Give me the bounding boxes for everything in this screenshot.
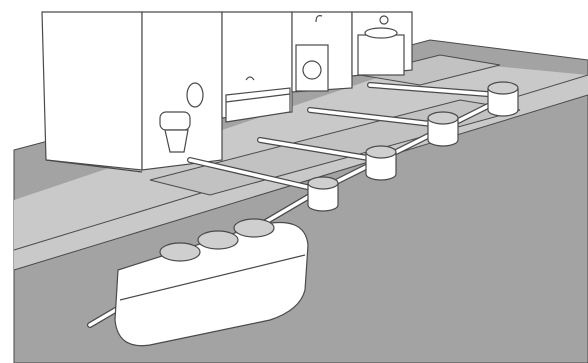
inspection-chamber <box>488 82 518 116</box>
inspection-chamber <box>428 112 458 146</box>
inspection-chamber <box>366 146 396 180</box>
inspection-chamber <box>308 177 338 211</box>
